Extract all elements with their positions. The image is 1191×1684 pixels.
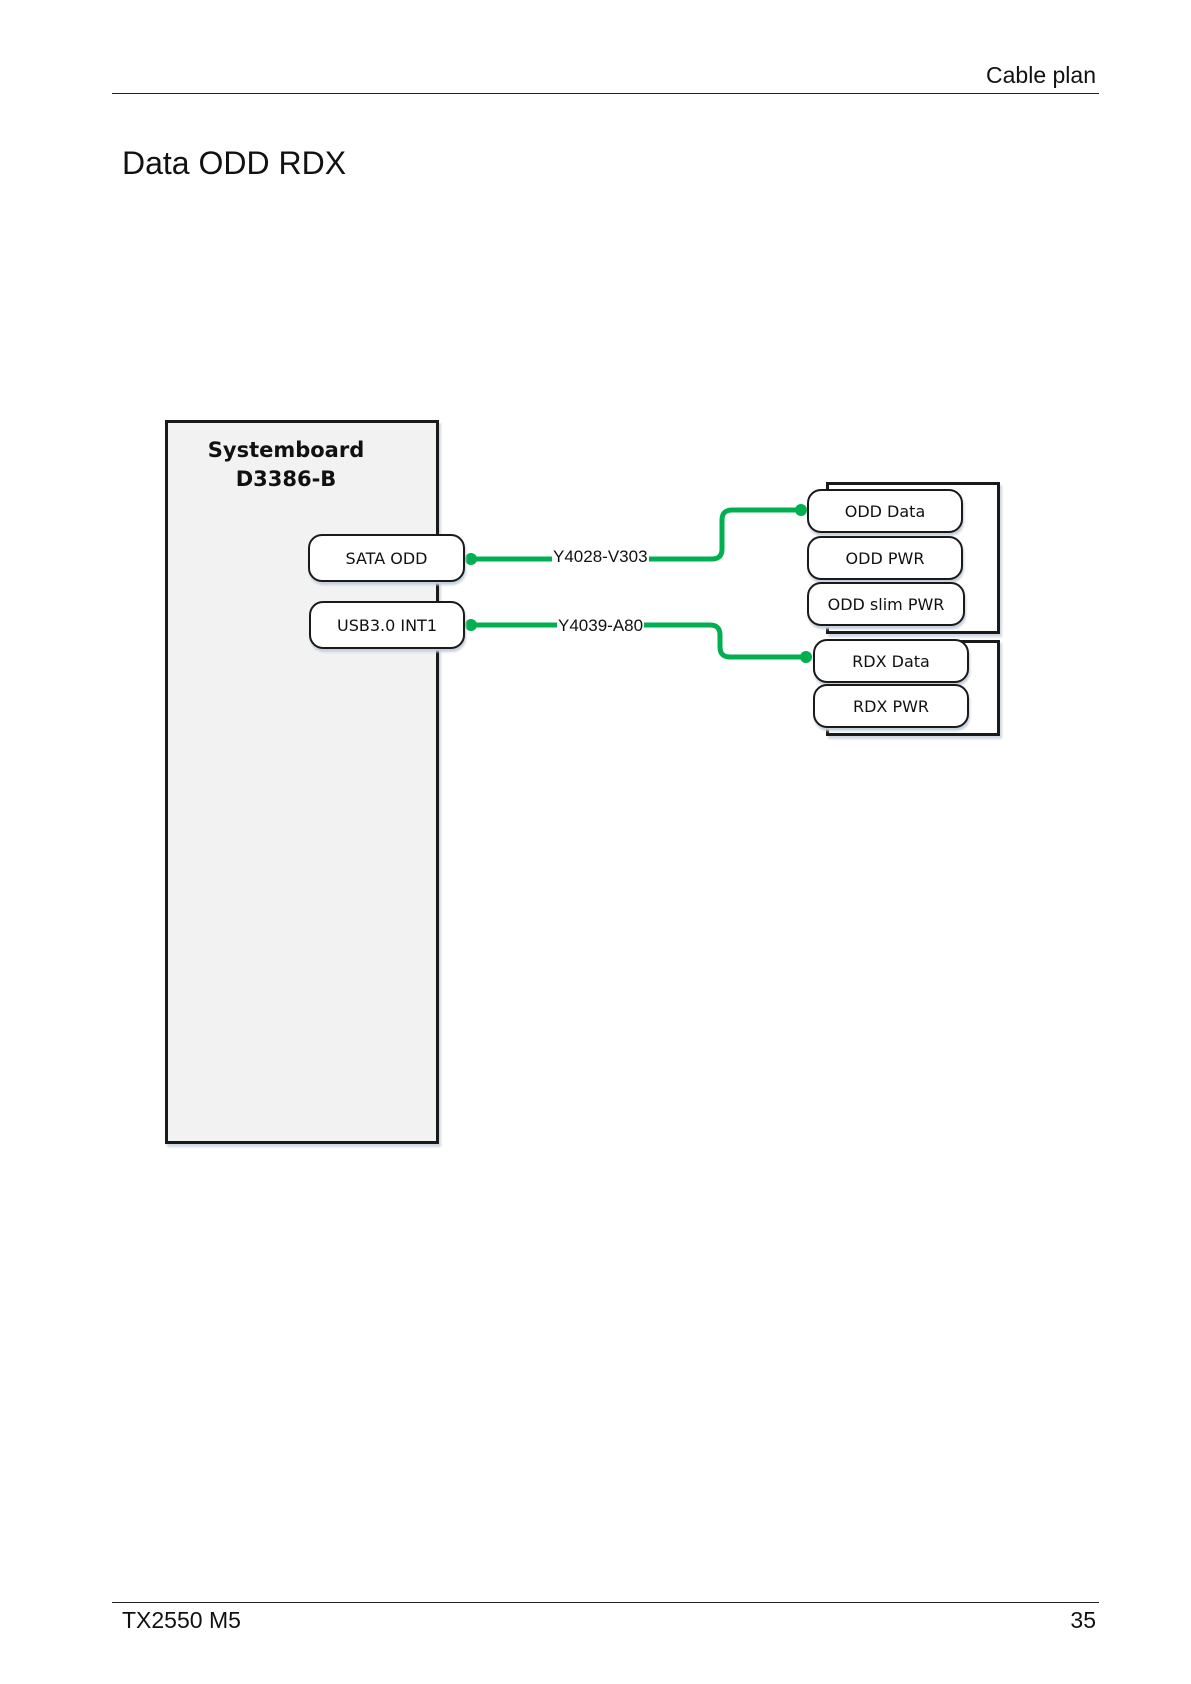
connector-rdx-data: RDX Data [813, 639, 969, 683]
cable-end-dot [465, 553, 477, 565]
connector-odd-data: ODD Data [807, 489, 963, 533]
cable-end-dot [795, 504, 807, 516]
cable-label-sata: Y4028-V303 [552, 547, 649, 567]
footer-model: TX2550 M5 [122, 1607, 241, 1634]
connector-rdx-pwr: RDX PWR [813, 684, 969, 728]
connector-odd-slim-pwr: ODD slim PWR [807, 582, 965, 626]
connector-sata-odd: SATA ODD [308, 534, 465, 582]
footer-divider [112, 1602, 1099, 1603]
cable-end-dot [465, 619, 477, 631]
cable-end-dot [800, 651, 812, 663]
footer-page-number: 35 [1070, 1607, 1096, 1634]
cable-label-usb: Y4039-A80 [557, 616, 644, 636]
connector-usb3-int1: USB3.0 INT1 [309, 601, 465, 649]
connector-odd-pwr: ODD PWR [807, 536, 963, 580]
